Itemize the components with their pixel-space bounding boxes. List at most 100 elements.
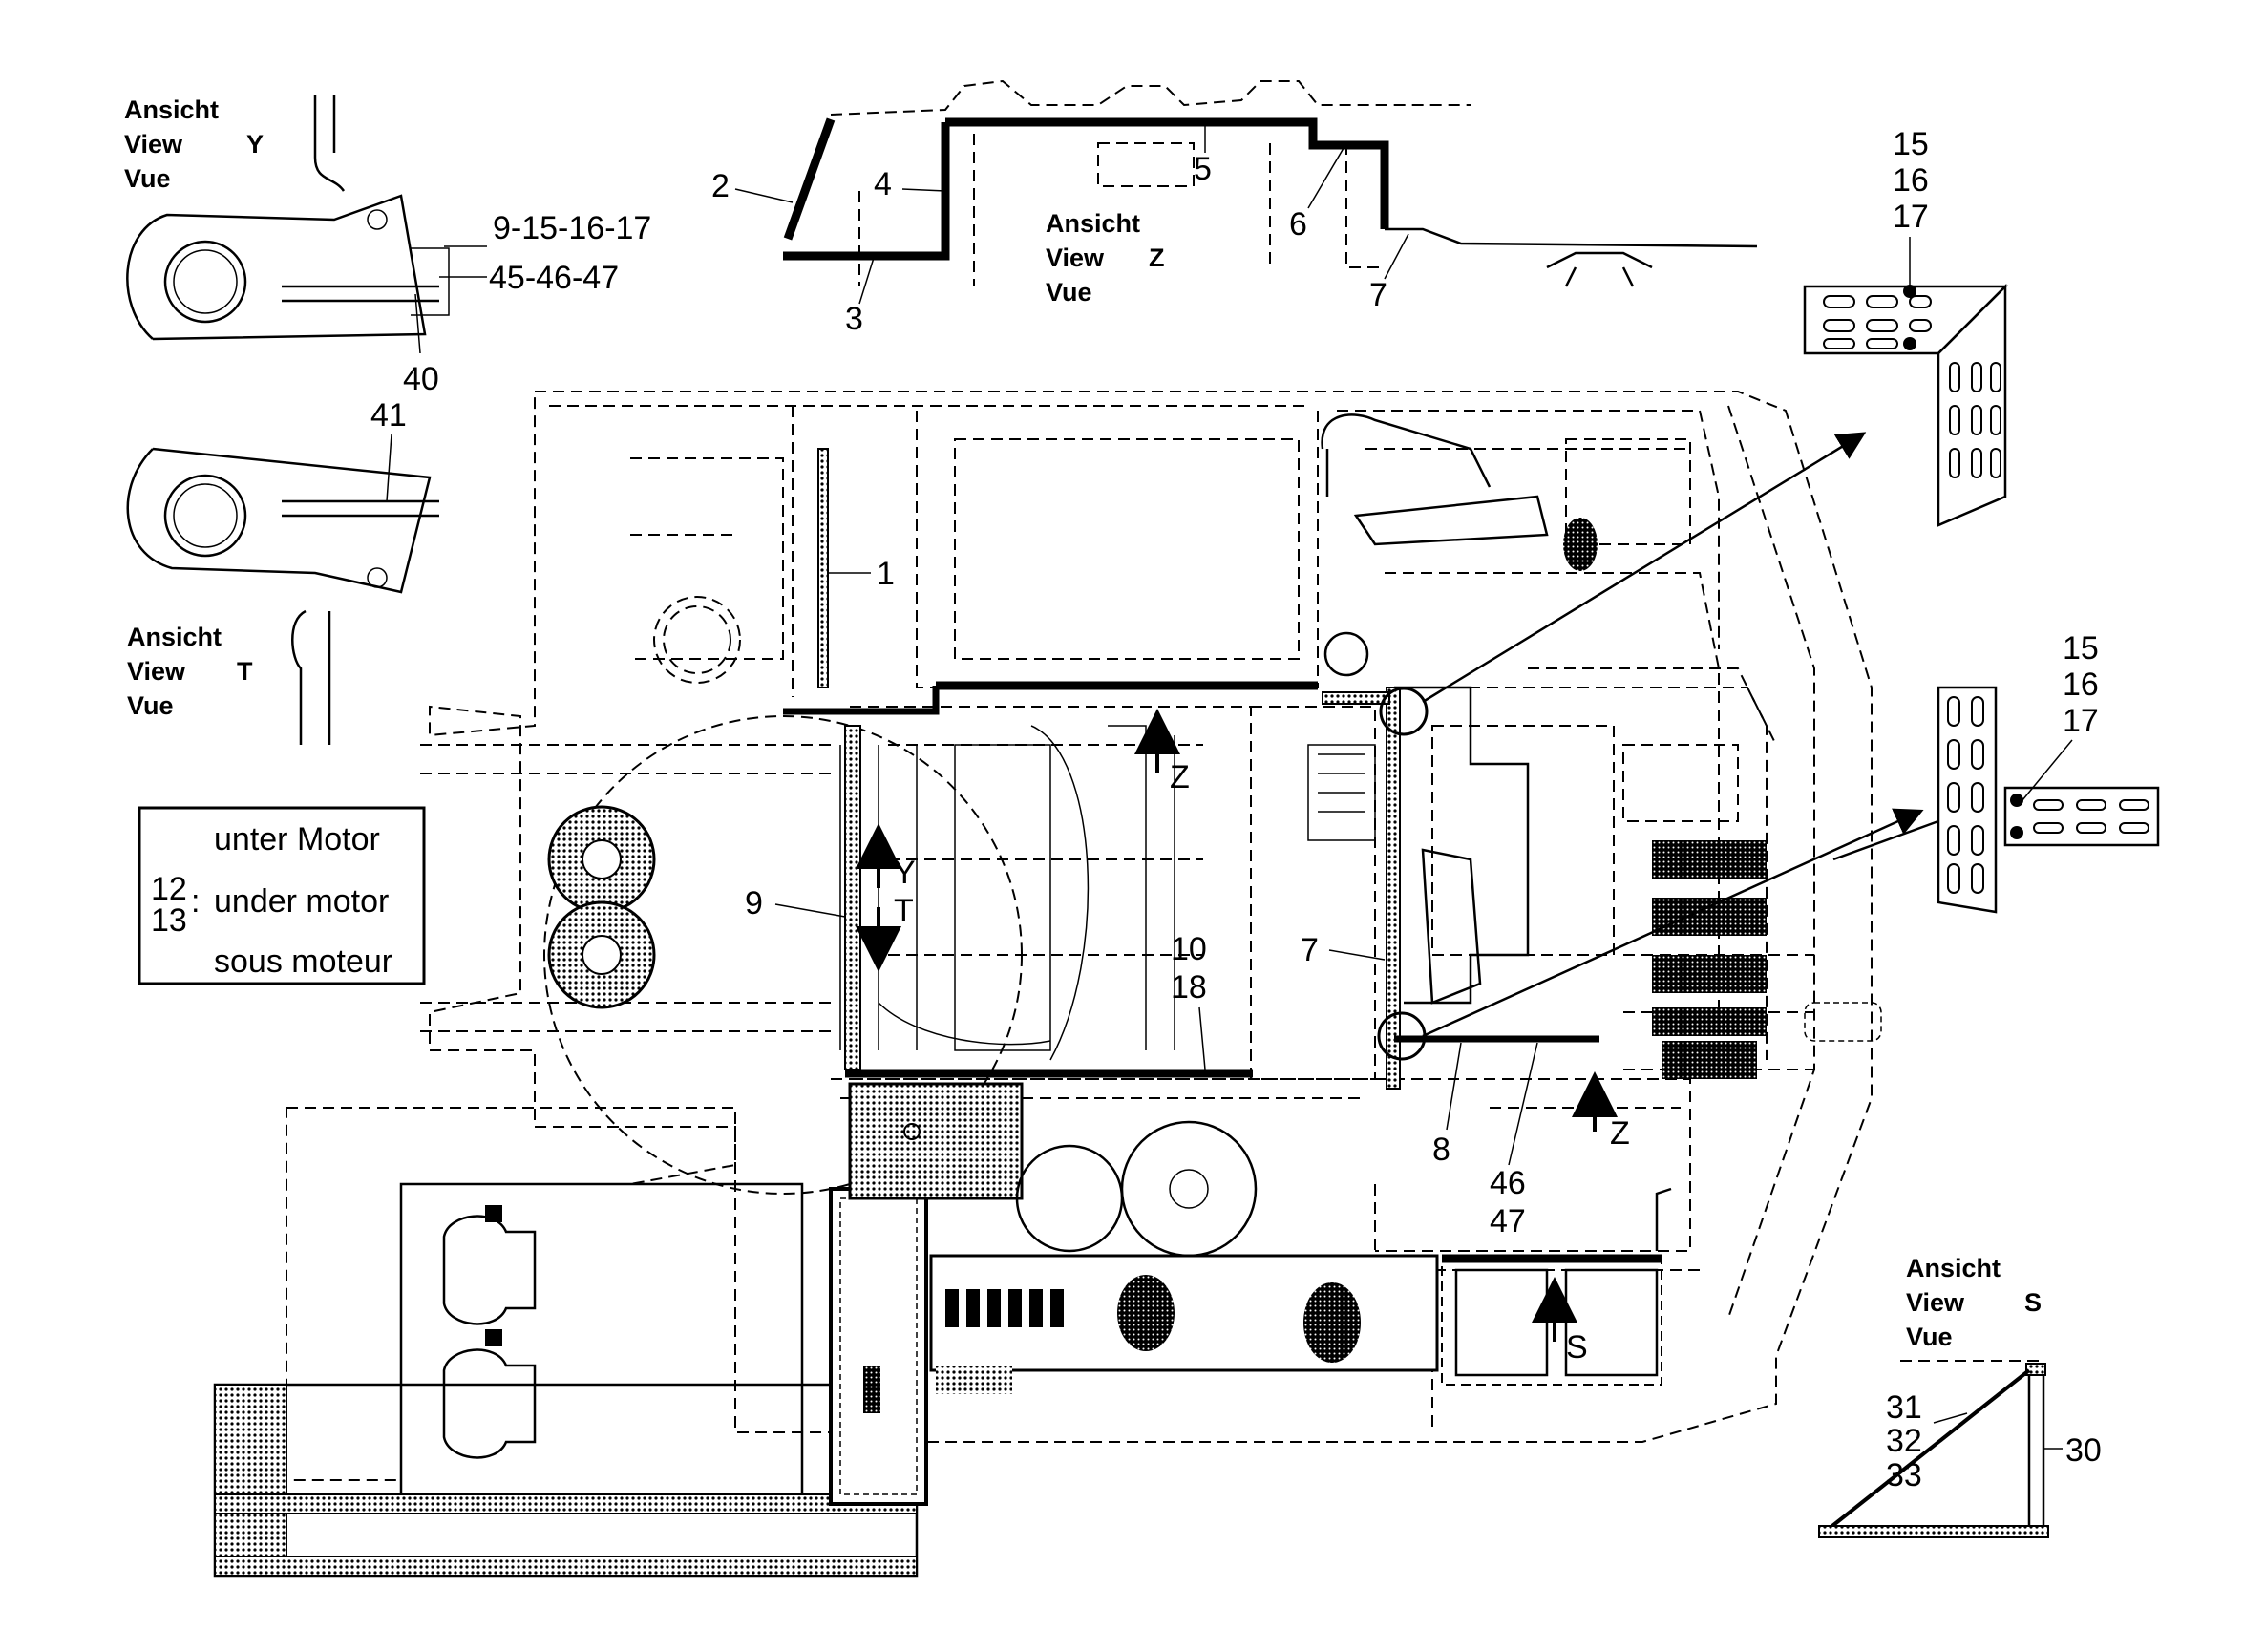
callout-4: 4	[874, 166, 892, 202]
hydraulic-cylinder	[1353, 495, 1549, 546]
seal-strips-main	[783, 448, 1599, 1090]
view-t-detail: 41 Ansicht View T Vue	[126, 397, 439, 745]
floor-plate	[848, 1082, 1024, 1200]
view-arrow-z-upper: Z	[1134, 709, 1190, 795]
view-t-vue: Vue	[127, 691, 174, 720]
callout-9-15-16-17: 9-15-16-17	[493, 210, 651, 246]
callout-15-upper: 15	[1893, 126, 1929, 162]
callout-1: 1	[877, 556, 895, 592]
callout-32: 32	[1886, 1423, 1922, 1459]
radiator-block-2	[1652, 898, 1767, 936]
view-z-detail: Ansicht View Z Vue	[783, 79, 1758, 307]
view-y-letter: Y	[246, 130, 264, 159]
callout-33: 33	[1886, 1457, 1922, 1493]
note-colon: :	[191, 883, 200, 920]
view-s-strut	[1822, 1368, 2031, 1535]
leader-arrow-lower-2	[1832, 819, 1939, 861]
seal-strip-7	[1386, 687, 1401, 1090]
callout-3: 3	[845, 301, 863, 337]
arrow-label-y: Y	[894, 855, 916, 891]
side-console	[829, 1187, 928, 1506]
callout-8: 8	[1432, 1132, 1450, 1168]
arrow-label-z-lower: Z	[1610, 1115, 1630, 1152]
note-number-12: 12	[151, 871, 187, 907]
note-line-de: unter Motor	[214, 821, 380, 858]
note-line-en: under motor	[214, 883, 389, 920]
note-box: 12 13 : unter Motor under motor sous mot…	[138, 806, 426, 985]
cable-tray-detail-lower: 15 16 17	[1937, 630, 2160, 914]
view-t-bracket-outline	[126, 447, 432, 594]
view-arrow-s: S	[1532, 1277, 1588, 1366]
view-y-bracket-outline	[126, 194, 427, 341]
view-y-ansicht: Ansicht	[124, 95, 219, 124]
view-arrow-t: T	[856, 893, 914, 972]
callout-7-main: 7	[1301, 932, 1319, 968]
leader-arrow-upper	[1422, 432, 1867, 704]
view-s-detail: Ansicht View S Vue	[1818, 1254, 2063, 1538]
callout-45-46-47: 45-46-47	[489, 260, 619, 296]
callout-47: 47	[1490, 1203, 1526, 1239]
fan-right	[1120, 1120, 1258, 1258]
view-arrow-z-lower: Z	[1572, 1071, 1630, 1152]
view-t-tube	[163, 474, 247, 558]
radiator-block-3	[1652, 955, 1767, 993]
radiator-block-1	[1652, 840, 1767, 879]
cab-outline	[399, 1182, 804, 1511]
seal-strip-5	[945, 117, 1389, 229]
view-z-vue: Vue	[1046, 278, 1092, 307]
callout-18: 18	[1171, 969, 1207, 1006]
detail-circle-upper	[1379, 687, 1429, 736]
callout-30: 30	[2065, 1432, 2102, 1469]
radiator-block-5	[1662, 1041, 1757, 1079]
view-s-view: View	[1906, 1288, 1965, 1317]
fan-left	[1015, 1144, 1124, 1253]
seal-strip-2	[783, 117, 836, 241]
arrow-label-z-upper: Z	[1170, 759, 1190, 795]
view-z-letter: Z	[1149, 244, 1165, 272]
callout-16-upper: 16	[1893, 162, 1929, 199]
battery-cells	[945, 1289, 1064, 1327]
arrow-label-s: S	[1566, 1329, 1588, 1366]
view-s-ansicht: Ansicht	[1906, 1254, 2001, 1282]
slewing-ring-outline	[543, 715, 1023, 1195]
view-z-ansicht: Ansicht	[1046, 209, 1140, 238]
tank-cap-outline	[653, 596, 741, 684]
callout-40: 40	[403, 361, 439, 397]
view-y-detail: Ansicht View Y Vue	[124, 95, 487, 354]
panel-edge-7	[1385, 227, 1758, 248]
gear-wheels	[547, 805, 656, 1009]
view-t-ansicht: Ansicht	[127, 623, 222, 651]
battery-box	[929, 1254, 1439, 1372]
operator-seat-upper	[442, 1215, 537, 1325]
view-y-vue: Vue	[124, 164, 171, 193]
callout-15-lower: 15	[2063, 630, 2099, 667]
radiator-block-4	[1652, 1007, 1767, 1036]
callout-16-lower: 16	[2063, 667, 2099, 703]
machine-plan	[213, 391, 1882, 1578]
leader-arrow-lower-1	[1422, 808, 1924, 1038]
seal-strip-9	[844, 725, 861, 1070]
engine-block	[1421, 848, 1482, 1005]
view-s-vue: Vue	[1906, 1323, 1953, 1351]
callout-6: 6	[1289, 206, 1307, 243]
operator-seat-lower	[442, 1348, 537, 1459]
arrow-label-t: T	[894, 893, 914, 929]
view-y-tube	[163, 240, 247, 324]
callout-17-upper: 17	[1893, 199, 1929, 235]
callout-17-lower: 17	[2063, 703, 2099, 739]
callout-46: 46	[1490, 1165, 1526, 1201]
seal-strip-1	[817, 448, 829, 688]
view-s-post	[2027, 1366, 2045, 1537]
view-s-letter: S	[2024, 1288, 2042, 1317]
callout-9: 9	[745, 885, 763, 921]
seal-strip-4-3	[783, 122, 950, 261]
view-z-view: View	[1046, 244, 1105, 272]
view-y-view: View	[124, 130, 183, 159]
callout-7-top: 7	[1369, 277, 1387, 313]
view-t-letter: T	[237, 657, 253, 686]
note-line-fr: sous moteur	[214, 943, 392, 980]
view-t-view: View	[127, 657, 186, 686]
view-s-base	[1818, 1525, 2049, 1538]
callout-5: 5	[1194, 151, 1212, 187]
